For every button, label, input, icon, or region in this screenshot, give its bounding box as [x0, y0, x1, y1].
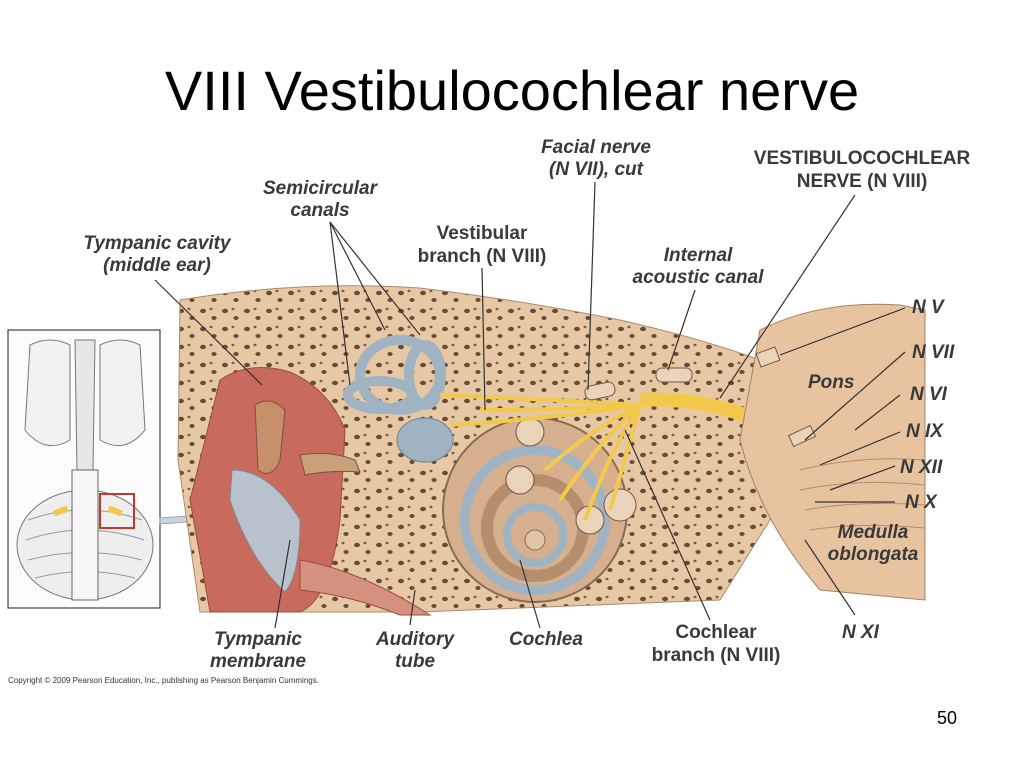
label-nv: N V: [912, 297, 945, 318]
label-auditory-tube-1: Auditory: [375, 629, 456, 650]
label-nx: N X: [905, 492, 938, 513]
label-semicircular-1: Semicircular: [263, 178, 379, 199]
label-nvi: N VI: [910, 384, 948, 405]
label-vestibular-1: Vestibular: [437, 223, 528, 244]
label-vestibulocochlear-1: VESTIBULOCOCHLEAR: [754, 148, 971, 169]
label-internal-acoustic-2: acoustic canal: [633, 267, 765, 288]
label-facial-nerve-2: (N VII), cut: [549, 159, 644, 180]
label-facial-nerve-1: Facial nerve: [541, 137, 651, 158]
internal-acoustic-canal: [655, 367, 693, 383]
label-medulla-2: oblongata: [828, 544, 919, 565]
label-nxi: N XI: [842, 622, 880, 643]
label-auditory-tube-2: tube: [395, 651, 436, 672]
vestibulocochlear-nerve-fibers: [439, 393, 642, 521]
label-tympanic-cavity-2: (middle ear): [103, 255, 211, 276]
label-cochlea: Cochlea: [509, 629, 583, 650]
slide-title: VIII Vestibulocochlear nerve: [164, 59, 860, 122]
brainstem: [739, 303, 926, 601]
tympanic-membrane: [229, 469, 301, 593]
label-cochlear-branch-1: Cochlear: [675, 622, 757, 643]
facial-nerve-stub: [584, 381, 616, 401]
auditory-tube: [299, 559, 432, 616]
label-cochlear-branch-2: branch (N VIII): [652, 645, 781, 666]
label-nxii: N XII: [900, 457, 943, 478]
label-internal-acoustic-1: Internal: [664, 245, 733, 266]
label-tympanic-membrane-2: membrane: [210, 651, 307, 672]
page-number: 50: [937, 708, 958, 728]
vestibule: [396, 417, 454, 463]
cochlea: [442, 417, 637, 603]
brain-inset: [7, 329, 161, 609]
label-tympanic-membrane-1: Tympanic: [214, 629, 302, 650]
label-vestibular-2: branch (N VIII): [418, 246, 547, 267]
label-nix: N IX: [906, 421, 944, 442]
ossicles: [254, 400, 286, 474]
label-pons: Pons: [808, 372, 854, 393]
copyright-notice: Copyright © 2009 Pearson Education, Inc.…: [8, 676, 319, 685]
label-tympanic-cavity-1: Tympanic cavity: [83, 233, 232, 254]
semicircular-canals: [343, 335, 446, 415]
label-semicircular-2: canals: [290, 200, 349, 221]
leader-lines: [154, 181, 906, 629]
label-vestibulocochlear-2: NERVE (N VIII): [797, 171, 928, 192]
label-medulla-1: Medulla: [838, 522, 909, 543]
label-nvii: N VII: [912, 342, 955, 363]
